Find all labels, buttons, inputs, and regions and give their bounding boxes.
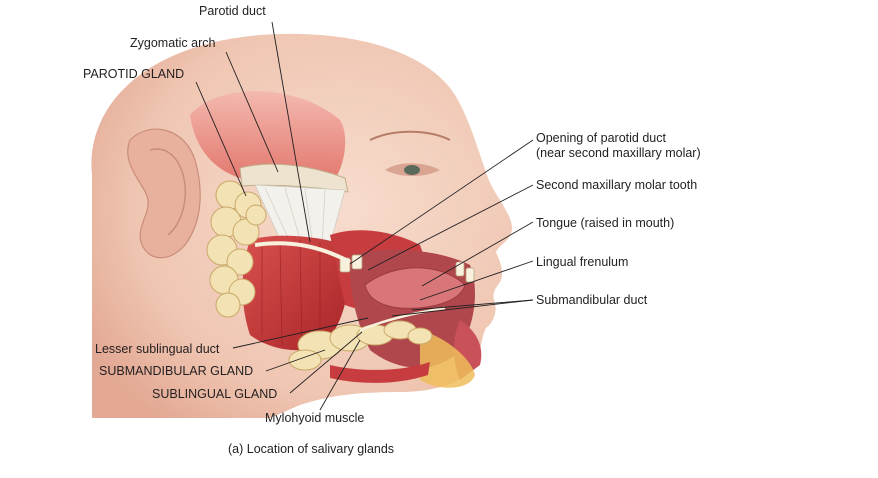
parotid-duct bbox=[254, 241, 351, 264]
label-sublingual-gland: SUBLINGUAL GLAND bbox=[152, 387, 278, 401]
label-zygomatic-arch: Zygomatic arch bbox=[130, 36, 216, 50]
label-lingual-frenulum: Lingual frenulum bbox=[536, 255, 629, 269]
label-opening-parotid-duct-line2: (near second maxillary molar) bbox=[536, 146, 701, 160]
tongue bbox=[364, 267, 466, 309]
ear-shape bbox=[127, 128, 201, 259]
label-submandibular-duct: Submandibular duct bbox=[536, 293, 648, 307]
leader-lines bbox=[195, 21, 534, 411]
masseter-muscle bbox=[242, 235, 349, 351]
chin-cutaway bbox=[420, 330, 475, 388]
parotid-gland bbox=[206, 180, 267, 318]
eyebrow bbox=[369, 130, 451, 141]
mylohyoid-band bbox=[330, 362, 430, 383]
label-parotid-gland: PAROTID GLAND bbox=[83, 67, 185, 81]
label-second-molar: Second maxillary molar tooth bbox=[536, 178, 698, 192]
label-parotid-duct: Parotid duct bbox=[199, 4, 266, 18]
sublingual-gland bbox=[356, 320, 433, 346]
label-opening-parotid-duct: Opening of parotid duct (near second max… bbox=[536, 131, 701, 161]
label-lesser-sublingual-duct: Lesser sublingual duct bbox=[95, 342, 220, 356]
figure-caption: (a) Location of salivary glands bbox=[228, 442, 395, 456]
eye bbox=[404, 165, 420, 175]
label-tongue: Tongue (raised in mouth) bbox=[536, 216, 675, 230]
temporal-muscle bbox=[190, 91, 346, 185]
label-mylohyoid-muscle: Mylohyoid muscle bbox=[265, 411, 365, 425]
label-submandibular-gland: SUBMANDIBULAR GLAND bbox=[99, 364, 254, 378]
label-opening-parotid-duct-line1: Opening of parotid duct bbox=[536, 131, 666, 145]
